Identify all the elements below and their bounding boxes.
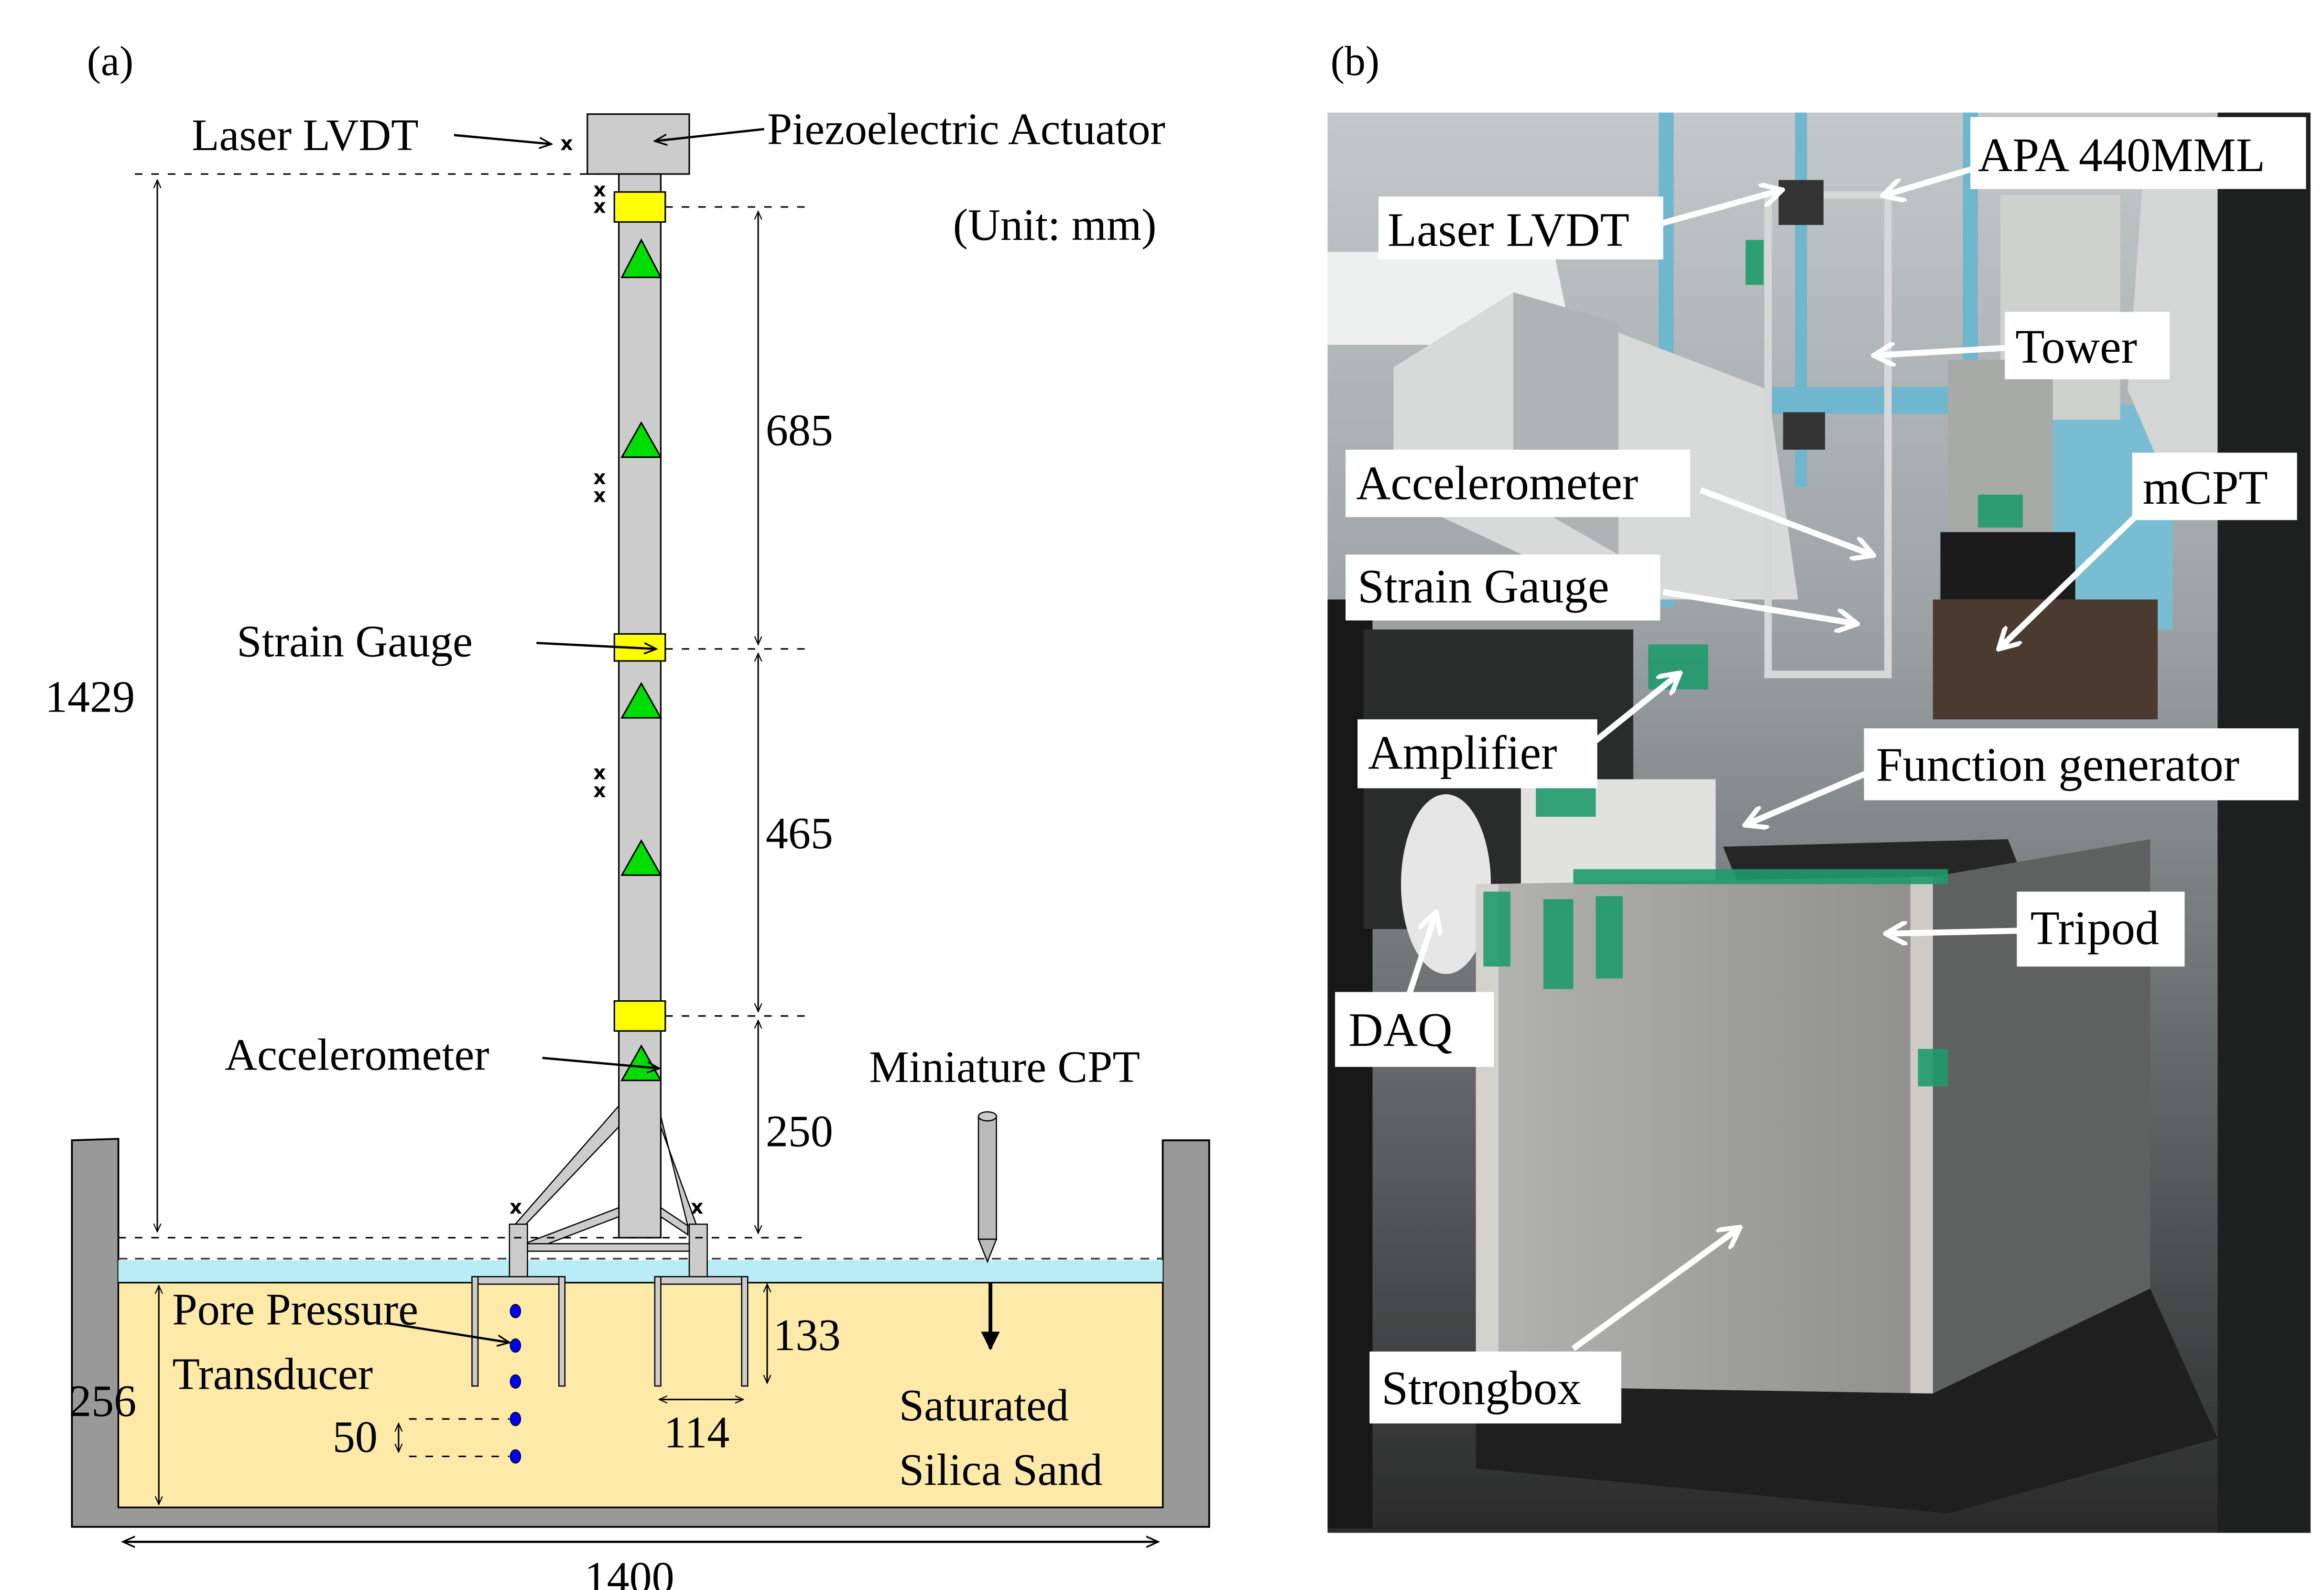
dim-seg-bottom: 250 <box>766 1107 833 1157</box>
svg-text:x: x <box>593 761 606 784</box>
dimension-lines <box>123 180 1158 1542</box>
label-strain-gauge: Strain Gauge <box>237 617 473 667</box>
accelerometer-1 <box>620 238 662 279</box>
svg-text:x: x <box>593 779 606 802</box>
svg-text:x: x <box>593 178 606 201</box>
dim-seg-mid: 465 <box>766 809 833 858</box>
label-saturated: Saturated <box>899 1381 1069 1430</box>
svg-text:x: x <box>593 195 606 218</box>
suction-bucket-right <box>654 1276 749 1387</box>
dim-seg-top: 685 <box>766 406 833 455</box>
callout-tripod: Tripod <box>2017 891 2185 967</box>
strain-gauge-1 <box>613 191 666 223</box>
svg-text:Accelerometer: Accelerometer <box>1356 456 1638 509</box>
callout-tower: Tower <box>2005 312 2170 379</box>
panel-a: (a) <box>45 38 1210 1590</box>
svg-text:DAQ: DAQ <box>1348 1004 1452 1057</box>
svg-text:Strongbox: Strongbox <box>1381 1362 1581 1415</box>
svg-text:mCPT: mCPT <box>2143 461 2268 514</box>
dim-soil-depth: 256 <box>69 1376 136 1426</box>
label-pore-pressure: Pore Pressure <box>172 1285 418 1335</box>
callout-laser-lvdt: Laser LVDT <box>1378 196 1663 260</box>
pore-pressure-transducers <box>510 1304 521 1464</box>
suction-bucket-left <box>471 1276 566 1387</box>
label-transducer: Transducer <box>172 1349 373 1399</box>
strain-gauge-3 <box>613 1000 666 1032</box>
svg-text:x: x <box>560 132 573 155</box>
svg-text:Laser LVDT: Laser LVDT <box>1388 204 1629 257</box>
miniature-cpt <box>977 1111 1000 1351</box>
label-laser-lvdt: Laser LVDT <box>192 110 418 160</box>
label-piezo-actuator: Piezoelectric Actuator <box>767 104 1165 154</box>
leader-arrows <box>386 128 764 1342</box>
svg-text:x: x <box>510 1196 522 1219</box>
tripod <box>509 1104 708 1280</box>
dim-tower-height: 1429 <box>45 672 135 722</box>
svg-text:Strain Gauge: Strain Gauge <box>1357 560 1609 613</box>
callout-strongbox: Strongbox <box>1369 1352 1621 1424</box>
accelerometer-3 <box>620 681 662 719</box>
unit-note: (Unit: mm) <box>953 200 1157 250</box>
svg-text:Function generator: Function generator <box>1876 738 2239 791</box>
svg-text:Amplifier: Amplifier <box>1368 726 1557 779</box>
dim-bucket-depth: 133 <box>773 1310 841 1360</box>
callouts: APA 440MML Laser LVDT Tower Acceleromete… <box>1335 117 2306 1424</box>
svg-text:x: x <box>691 1196 703 1219</box>
water-layer <box>118 1260 1163 1283</box>
callout-arrows <box>1405 162 2145 1351</box>
svg-text:Tower: Tower <box>2015 320 2137 373</box>
callout-strain-gauge: Strain Gauge <box>1346 554 1661 621</box>
lvdt-markers: x xx xx xx x x <box>510 132 704 1219</box>
reference-lines <box>118 173 806 1458</box>
panel-b-label: (b) <box>1331 38 1379 84</box>
callout-accelerometer: Accelerometer <box>1346 449 1690 518</box>
panel-b: (b) <box>1327 38 2311 1533</box>
callout-apa-440mml: APA 440MML <box>1970 117 2306 189</box>
svg-text:APA 440MML: APA 440MML <box>1978 129 2265 182</box>
dim-ppt-spacing: 50 <box>333 1412 378 1462</box>
callout-mcpt: mCPT <box>2132 453 2297 520</box>
dim-box-width: 1400 <box>585 1553 674 1590</box>
label-miniature-cpt: Miniature CPT <box>869 1042 1140 1092</box>
callout-amplifier: Amplifier <box>1357 719 1597 789</box>
accelerometer-2 <box>620 421 662 458</box>
svg-text:Tripod: Tripod <box>2031 901 2159 954</box>
svg-text:x: x <box>593 466 606 489</box>
dim-bucket-width: 114 <box>664 1408 730 1458</box>
accelerometer-4 <box>620 839 662 876</box>
callout-function-generator: Function generator <box>1864 728 2299 800</box>
piezoelectric-actuator <box>586 113 690 175</box>
svg-text:x: x <box>593 484 606 507</box>
label-accelerometer: Accelerometer <box>225 1030 489 1080</box>
callout-daq: DAQ <box>1335 992 1494 1067</box>
panel-a-label: (a) <box>87 38 133 84</box>
label-silica-sand: Silica Sand <box>899 1445 1103 1495</box>
